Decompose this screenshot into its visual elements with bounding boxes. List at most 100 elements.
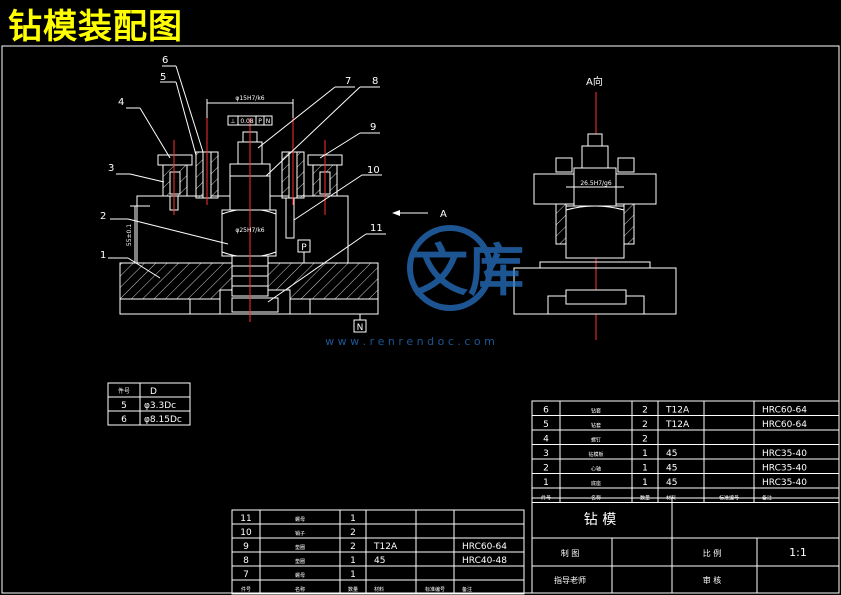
parts_right-cell: 2 — [642, 435, 648, 445]
svg-text:5: 5 — [121, 401, 127, 411]
front-view: φ15H7/k6 ⊥ 0.08 P N φ25H7/k6 55±0.1 A P … — [119, 95, 447, 333]
side-dimension: 26.5H7/g6 — [580, 180, 612, 187]
parts_left-cell: 11 — [240, 514, 251, 524]
parts_right-cell: 2 — [543, 464, 549, 474]
svg-text:件号: 件号 — [118, 387, 130, 395]
parts_left-header-cell: 材料 — [374, 586, 384, 593]
svg-text:0.08: 0.08 — [240, 118, 254, 125]
drawing-frame — [1, 45, 840, 594]
parts_right-cell: 45 — [666, 478, 677, 488]
drawn-label: 制 图 — [561, 548, 580, 558]
parts_left-cell: 销子 — [295, 530, 305, 537]
parts_right-cell: 45 — [666, 449, 677, 459]
parts_left-cell: 45 — [374, 556, 385, 566]
part-name: 钻 模 — [584, 512, 616, 528]
svg-text:N: N — [266, 118, 271, 125]
svg-text:φ8.15Dc: φ8.15Dc — [144, 415, 182, 425]
parts_left-header-cell: 名称 — [295, 586, 305, 593]
svg-text:φ3.3Dc: φ3.3Dc — [144, 401, 176, 411]
height-dimension: 55±0.1 — [126, 224, 133, 246]
parts_right-cell: 钻套 — [591, 408, 601, 415]
parts_right-cell: HRC35-40 — [762, 449, 807, 459]
advisor-label: 指导老师 — [554, 575, 586, 585]
callout-5: 5 — [160, 72, 166, 83]
callout-7: 7 — [345, 76, 351, 87]
parts_right-cell: 3 — [543, 449, 549, 459]
parts_right-cell: 4 — [543, 435, 549, 445]
watermark: 文库 w w w . r e n r e n d o c . c o m — [325, 225, 524, 348]
review-label: 审 核 — [703, 575, 722, 585]
svg-text:D: D — [150, 387, 157, 397]
parts_right-cell: 1 — [642, 449, 648, 459]
title-block: 钻 模 制 图 指导老师 比 例 1:1 审 核 — [531, 497, 840, 594]
parts_left-cell: 2 — [350, 528, 356, 538]
side-view: A向 26.5H7/g6 — [513, 75, 677, 340]
parts_left-cell: 1 — [350, 514, 356, 524]
callout-8: 8 — [372, 76, 378, 87]
watermark-url: w w w . r e n r e n d o c . c o m — [325, 335, 495, 348]
parts_right-cell: 1 — [543, 478, 549, 488]
callout-2: 2 — [100, 211, 106, 222]
parts_right-cell: 2 — [642, 406, 648, 416]
parts_left-header-cell: 件号 — [241, 586, 251, 593]
parts_left-cell: 1 — [350, 556, 356, 566]
callout-3: 3 — [108, 163, 114, 174]
parts_left-cell: 螺母 — [295, 516, 305, 523]
parts_left-cell: 1 — [350, 570, 356, 580]
top-dimension: φ15H7/k6 — [235, 95, 264, 102]
parts_left-cell: 10 — [240, 528, 252, 538]
parts_right-cell: 5 — [543, 420, 549, 430]
datum-p: P — [301, 243, 307, 253]
middle-dimension: φ25H7/k6 — [235, 227, 264, 234]
parts_right-cell: 1 — [642, 478, 648, 488]
parts_right-cell: HRC35-40 — [762, 464, 807, 474]
parts_right-cell: 螺钉 — [591, 437, 601, 444]
parts_left-cell: HRC60-64 — [462, 542, 507, 552]
parts_right-cell: 2 — [642, 420, 648, 430]
callouts: 1 2 3 4 5 6 7 8 9 10 11 — [100, 55, 386, 303]
parts_left-cell: 垫圈 — [295, 544, 305, 551]
scale-value: 1:1 — [789, 546, 807, 559]
svg-text:6: 6 — [121, 415, 127, 425]
parts_right-cell: T12A — [665, 420, 690, 430]
view-a-title: A向 — [586, 75, 603, 88]
view-arrow-label: A — [440, 209, 447, 220]
parts_left-cell: 7 — [243, 570, 249, 580]
parts_left-cell: HRC40-48 — [462, 556, 507, 566]
fit-tolerance-box: ⊥ 0.08 P N — [227, 115, 273, 126]
parts_right-cell: HRC35-40 — [762, 478, 807, 488]
svg-text:P: P — [258, 118, 262, 125]
callout-4: 4 — [118, 97, 124, 108]
parts_right-cell: T12A — [665, 406, 690, 416]
parts_right-cell: 6 — [543, 406, 549, 416]
parts_left-header-cell: 备注 — [462, 586, 472, 593]
parts_right-cell: 1 — [642, 464, 648, 474]
scale-label: 比 例 — [703, 548, 722, 558]
parts_right-cell: 45 — [666, 464, 677, 474]
parts_right-cell: HRC60-64 — [762, 406, 807, 416]
callout-10: 10 — [367, 165, 380, 176]
parts_right-cell: 心轴 — [591, 466, 601, 473]
parts_left-cell: 螺母 — [295, 572, 305, 579]
callout-1: 1 — [100, 250, 106, 261]
callout-11: 11 — [370, 223, 383, 234]
parts_right-cell: 底座 — [591, 480, 601, 487]
parts_right-cell: 钻模板 — [588, 451, 603, 458]
parts_right-cell: HRC60-64 — [762, 420, 807, 430]
parts_left-cell: 2 — [350, 542, 356, 552]
parts_left-cell: T12A — [373, 542, 398, 552]
callout-9: 9 — [370, 122, 376, 133]
parts_left-header-cell: 数量 — [348, 586, 358, 593]
parts_left-cell: 9 — [243, 542, 249, 552]
datum-n: N — [357, 323, 364, 333]
drawing-title: 钻模装配图 — [8, 7, 183, 47]
callout-6: 6 — [162, 55, 168, 66]
watermark-text: 文库 — [412, 239, 524, 304]
hole-table: 件号 D 5 φ3.3Dc 6 φ8.15Dc — [107, 382, 191, 426]
parts_left-header-cell: 标准编号 — [425, 586, 445, 593]
parts_left-cell: 8 — [243, 556, 249, 566]
parts_left-cell: 垫圈 — [295, 558, 305, 565]
